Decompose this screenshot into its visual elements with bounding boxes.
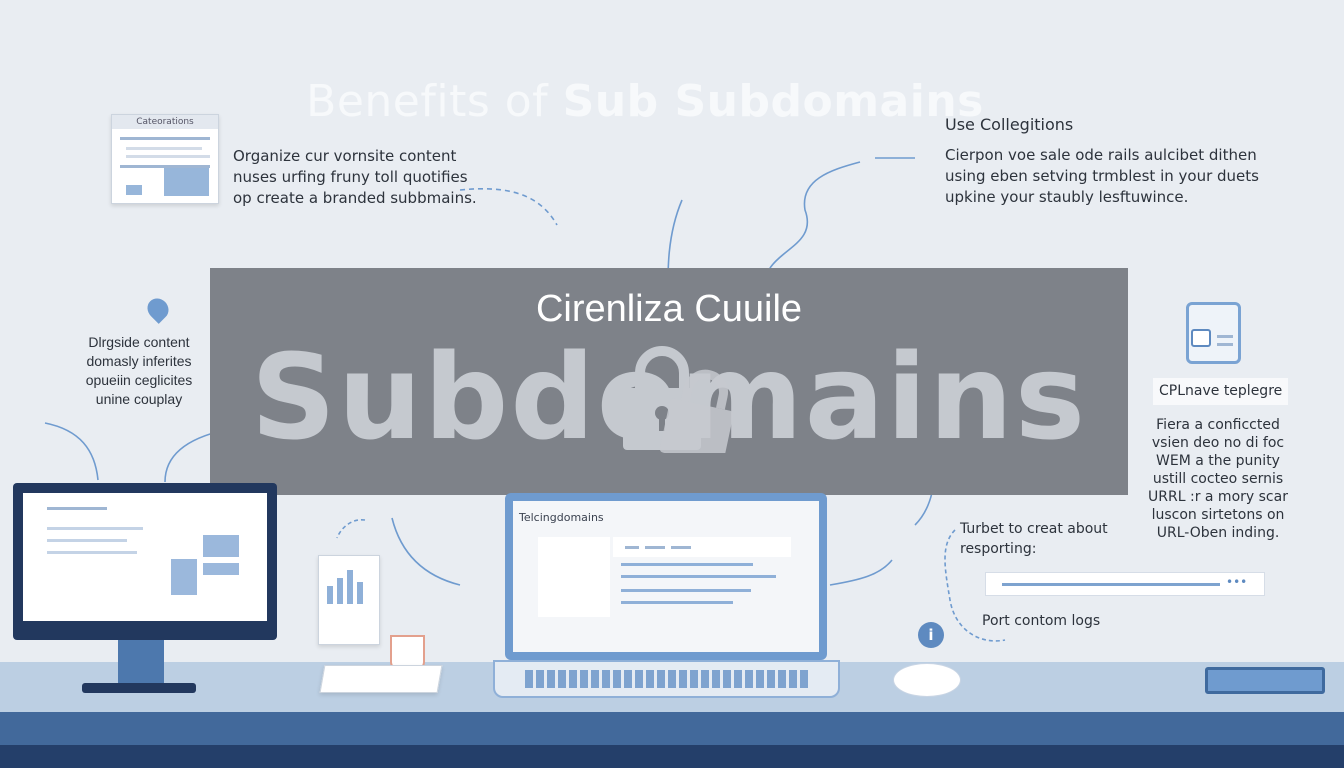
more-dots-icon[interactable]: ••• [1226,575,1248,589]
text-line: Cierpon voe sale ode rails aulcibet dith… [945,146,1257,164]
document-card: Cateorations [111,114,219,204]
tablet-check-icon [1186,302,1241,364]
text-block-right: Cierpon voe sale ode rails aulcibet dith… [945,145,1259,208]
text-line: Turbet to creat about [960,521,1108,537]
chart-document [318,555,380,645]
desk-edge [0,712,1344,745]
text-line: op create a branded subbmains. [233,189,477,207]
text-line: Fiera a conficcted [1156,417,1280,433]
banner-subtitle: Cirenliza Cuuile [535,288,803,330]
text-line: opueiin ceglicites [85,372,193,388]
text-line: ustill cocteo sernis [1152,471,1284,487]
document-card-title: Cateorations [112,115,218,129]
device-tray [1205,667,1325,694]
info-icon[interactable]: i [918,622,944,648]
page-title: Benefits of Sub Subdomains [0,76,1290,127]
url-input-field[interactable]: ••• [985,572,1265,596]
title-light: Benefits of [306,76,563,127]
footer-port-logs: Port contom logs [982,613,1101,629]
text-line: vsien deo no di foc [1151,435,1285,451]
monitor-base [82,683,196,693]
laptop-screen-title: Telcingdomains [519,511,604,524]
mouse [893,663,961,697]
heading-cplnave: CPLnave teplegre [1153,378,1289,405]
pencil-cup [390,635,425,670]
desktop-monitor [13,483,277,640]
laptop-screen: Telcingdomains [513,501,819,652]
text-line: domasly inferites [86,353,192,369]
laptop-keyboard [493,660,840,698]
notepad [319,665,443,693]
title-bold: Sub Subdomains [562,76,984,127]
text-line: unine couplay [95,391,183,407]
text-line: upkine your staubly lesftuwince. [945,188,1189,206]
sidebar-panel [538,537,610,617]
text-line: URL-Oben inding. [1156,525,1280,541]
padlock-icon [623,346,734,453]
text-block-organize: Organize cur vornsite content nuses urfi… [233,146,477,209]
text-line: URRL :r a mory scar [1148,489,1288,505]
text-line: Dlrgside content [88,334,190,350]
heading-use-collegitions: Use Collegitions [945,115,1074,134]
text-line: Organize cur vornsite content [233,147,457,165]
floor-strip [0,745,1344,768]
text-block-mid-left: Dlrgside content domasly inferites opuei… [72,333,206,409]
text-line: luscon sirtetons on [1151,507,1285,523]
text-line: WEM a the punity [1156,453,1280,469]
monitor-screen [23,493,267,621]
hero-banner: Cirenliza Cuuile Subdomains [210,268,1128,495]
text-block-far-right: Fiera a conficcted vsien deo no di foc W… [1148,416,1288,542]
image-block [164,168,209,196]
laptop: Telcingdomains [505,493,827,660]
text-line: using eben setving trmblest in your duet… [945,167,1259,185]
text-block-bottom-right: Turbet to creat about resporting: [960,519,1108,559]
text-line: nuses urfing fruny toll quotifies [233,168,468,186]
text-line: resporting: [960,541,1037,557]
monitor-stand [118,640,164,684]
